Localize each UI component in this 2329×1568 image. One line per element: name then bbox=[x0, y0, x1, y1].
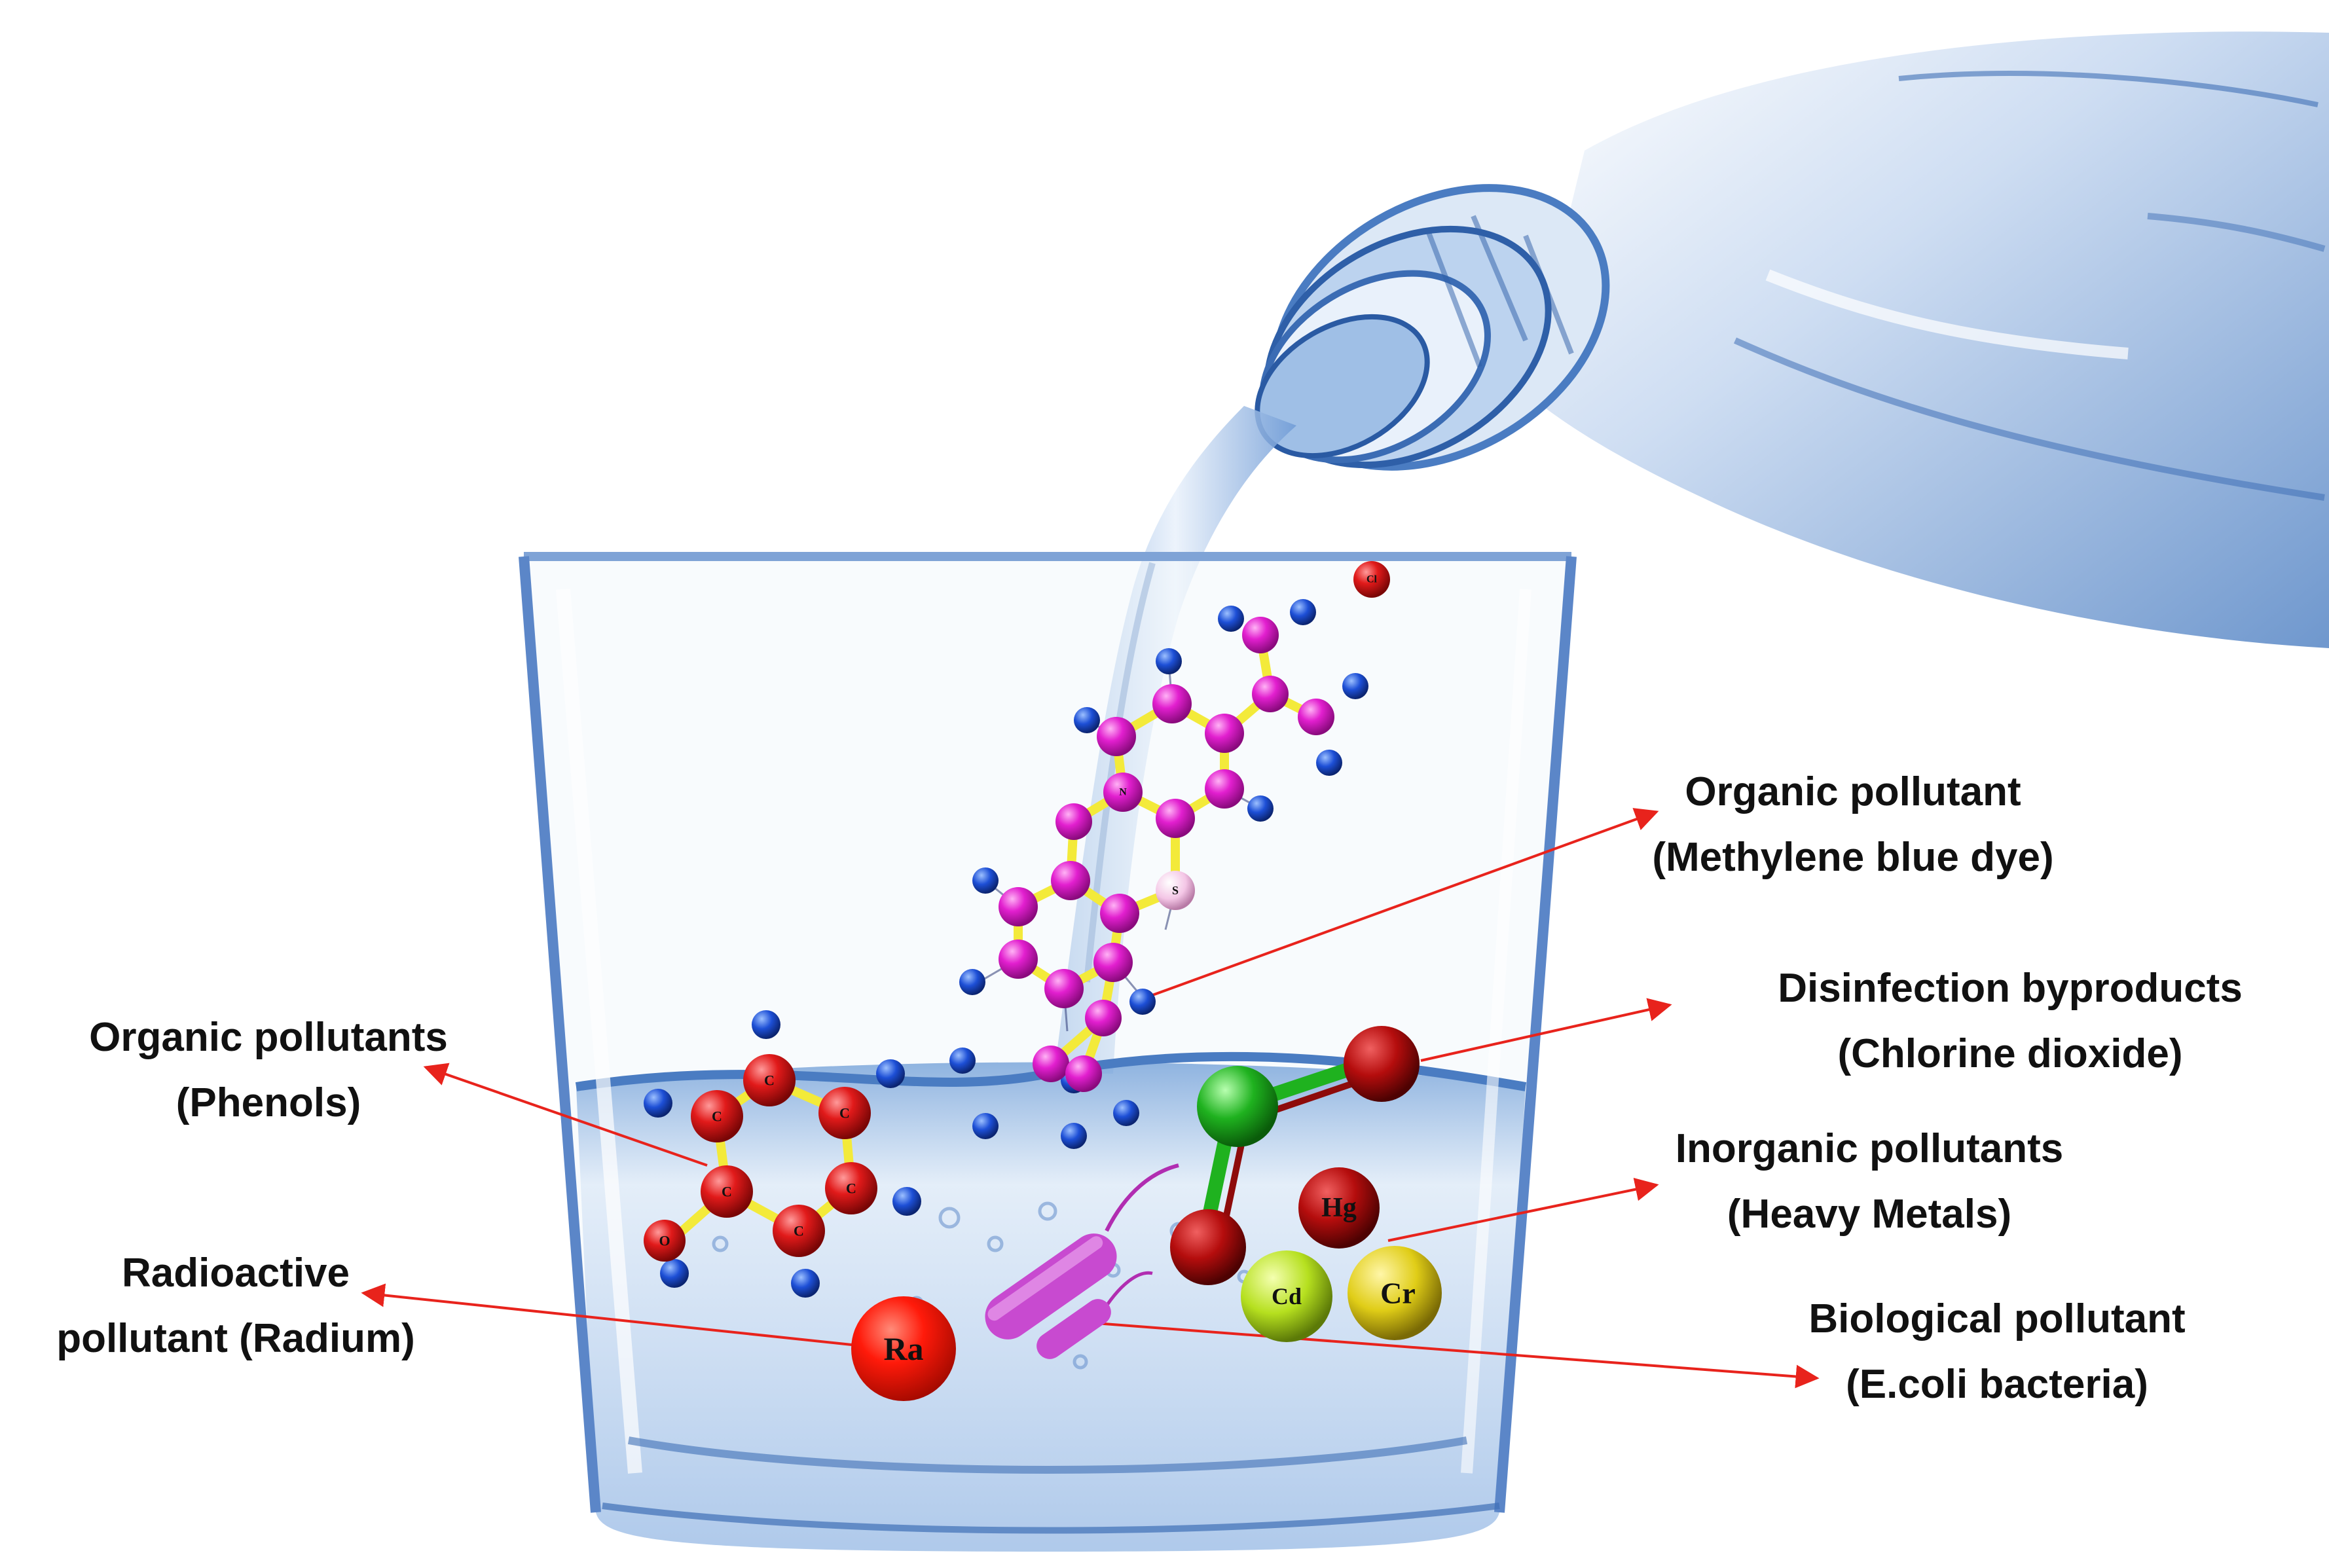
label-disinfection: Disinfection byproducts (Chlorine dioxid… bbox=[1715, 956, 2305, 1087]
label-disinfection-line2: (Chlorine dioxide) bbox=[1837, 1031, 2183, 1076]
phenol-molecule: C C C C C C O bbox=[644, 1010, 921, 1298]
pointer-arrows bbox=[361, 808, 1820, 1389]
phenol-c3: C bbox=[846, 1180, 856, 1197]
label-biological: Biological pollutant (E.coli bacteria) bbox=[1755, 1286, 2239, 1417]
label-radioactive-line1: Radioactive bbox=[121, 1250, 350, 1296]
phenol-c5: C bbox=[722, 1184, 732, 1200]
arrow-phenols bbox=[423, 1063, 708, 1167]
label-methylene-line2: (Methylene blue dye) bbox=[1652, 835, 2054, 880]
label-phenols-line2: (Phenols) bbox=[175, 1080, 361, 1125]
label-phenols-line1: Organic pollutants bbox=[89, 1015, 448, 1060]
label-methylene-line1: Organic pollutant bbox=[1685, 769, 2021, 814]
water-bottle bbox=[1255, 31, 2329, 649]
arrow-radioactive bbox=[361, 1283, 858, 1347]
hg-symbol: Hg bbox=[1321, 1193, 1357, 1223]
phenol-c2: C bbox=[839, 1105, 850, 1121]
chlorine-dioxide-molecule bbox=[1170, 1026, 1420, 1285]
sulfur-symbol: S bbox=[1172, 884, 1179, 897]
ecoli-bacteria bbox=[985, 1163, 1179, 1359]
label-radioactive-line2: pollutant (Radium) bbox=[56, 1316, 415, 1361]
label-inorganic-line1: Inorganic pollutants bbox=[1675, 1126, 2064, 1171]
chloride-atom bbox=[1353, 561, 1390, 598]
label-biological-line2: (E.coli bacteria) bbox=[1846, 1362, 2148, 1407]
label-biological-line1: Biological pollutant bbox=[1808, 1296, 2186, 1341]
nitrogen-symbol: N bbox=[1119, 787, 1127, 798]
arrow-disinfection bbox=[1420, 998, 1672, 1062]
arrow-methylene bbox=[1152, 808, 1659, 996]
arrow-inorganic bbox=[1387, 1177, 1659, 1242]
arrow-biological bbox=[1086, 1321, 1820, 1389]
cr-symbol: Cr bbox=[1380, 1277, 1416, 1310]
label-inorganic: Inorganic pollutants (Heavy Metals) bbox=[1624, 1116, 2115, 1247]
cd-symbol: Cd bbox=[1272, 1283, 1302, 1309]
heavy-metals: Hg Cd Cr bbox=[1241, 1167, 1442, 1342]
phenol-oxygen: O bbox=[659, 1233, 670, 1249]
chloride-symbol: Cl bbox=[1366, 574, 1378, 585]
label-inorganic-line2: (Heavy Metals) bbox=[1727, 1192, 2012, 1237]
phenol-c6: C bbox=[712, 1108, 722, 1125]
label-radioactive: Radioactive pollutant (Radium) bbox=[13, 1241, 458, 1372]
phenol-c1: C bbox=[764, 1072, 775, 1089]
ra-symbol: Ra bbox=[883, 1330, 923, 1367]
radium-atom: Ra bbox=[851, 1296, 956, 1401]
label-phenols: Organic pollutants (Phenols) bbox=[39, 1005, 498, 1136]
sulfur-atom bbox=[1156, 871, 1195, 910]
label-methylene-blue: Organic pollutant (Methylene blue dye) bbox=[1617, 759, 2089, 890]
phenol-c4: C bbox=[794, 1223, 804, 1239]
methylene-blue-molecule: S Cl N bbox=[949, 561, 1390, 1149]
label-disinfection-line1: Disinfection byproducts bbox=[1778, 966, 2243, 1011]
